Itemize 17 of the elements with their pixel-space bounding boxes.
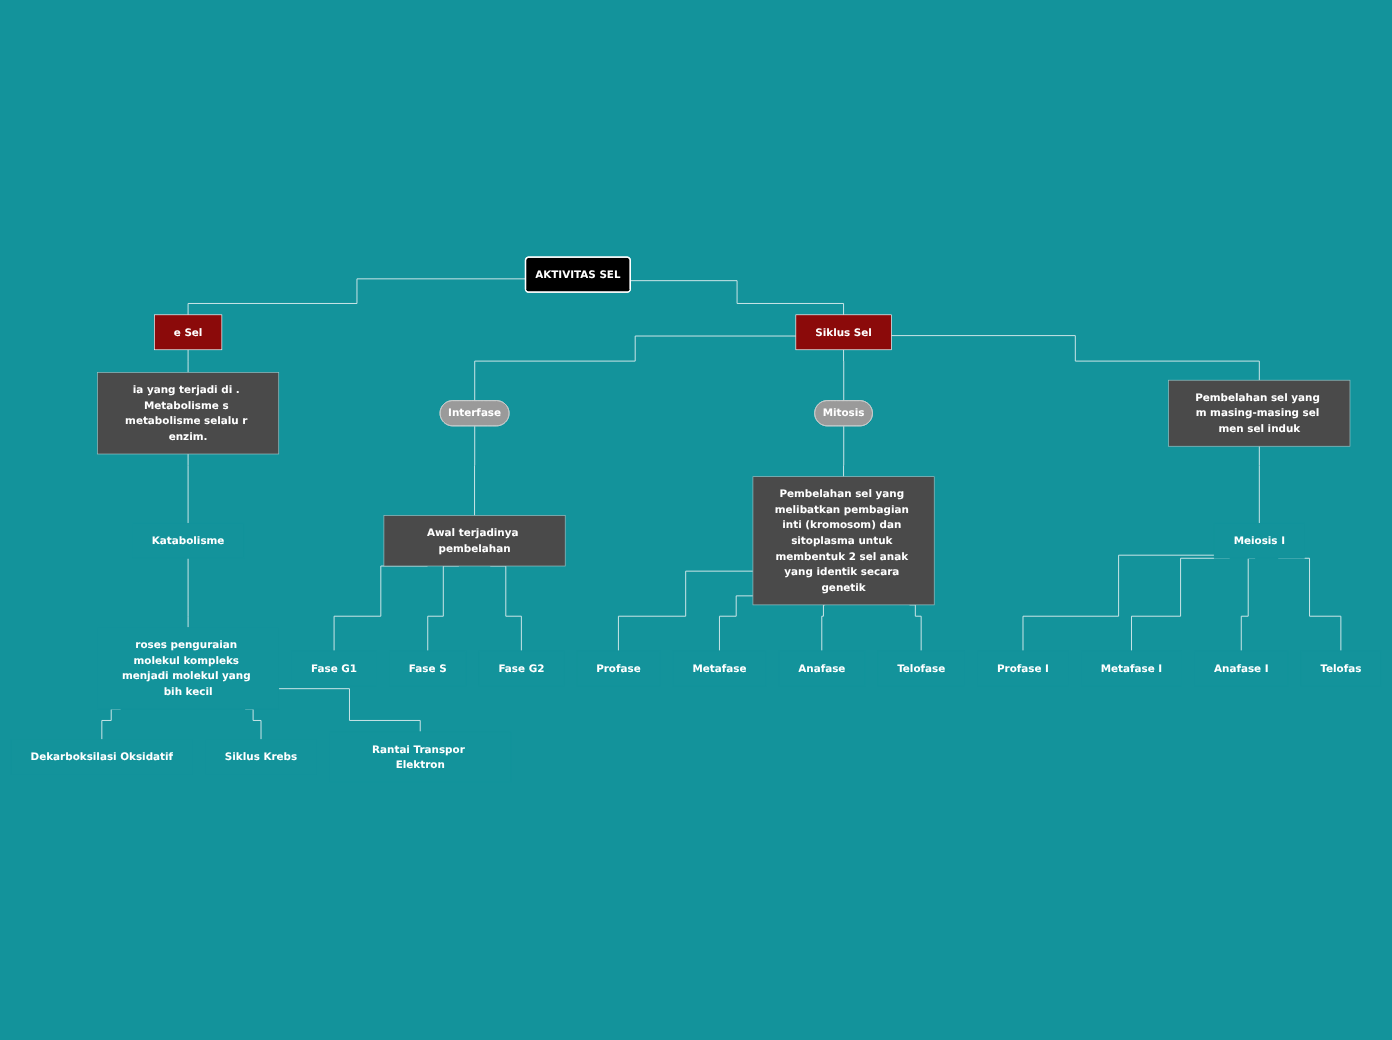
connector bbox=[843, 349, 845, 402]
connector bbox=[617, 570, 754, 652]
connector bbox=[890, 335, 1260, 381]
connector bbox=[1022, 554, 1215, 652]
connector bbox=[909, 604, 922, 652]
connector bbox=[187, 558, 189, 629]
connector bbox=[474, 335, 797, 402]
connector bbox=[821, 604, 826, 652]
connector bbox=[187, 349, 189, 374]
connector bbox=[719, 595, 754, 652]
connector bbox=[1258, 446, 1260, 525]
connector bbox=[630, 280, 845, 316]
connector bbox=[474, 425, 476, 517]
connector bbox=[187, 278, 527, 316]
connector bbox=[187, 453, 189, 525]
connector bbox=[843, 425, 845, 478]
connector bbox=[278, 688, 421, 733]
